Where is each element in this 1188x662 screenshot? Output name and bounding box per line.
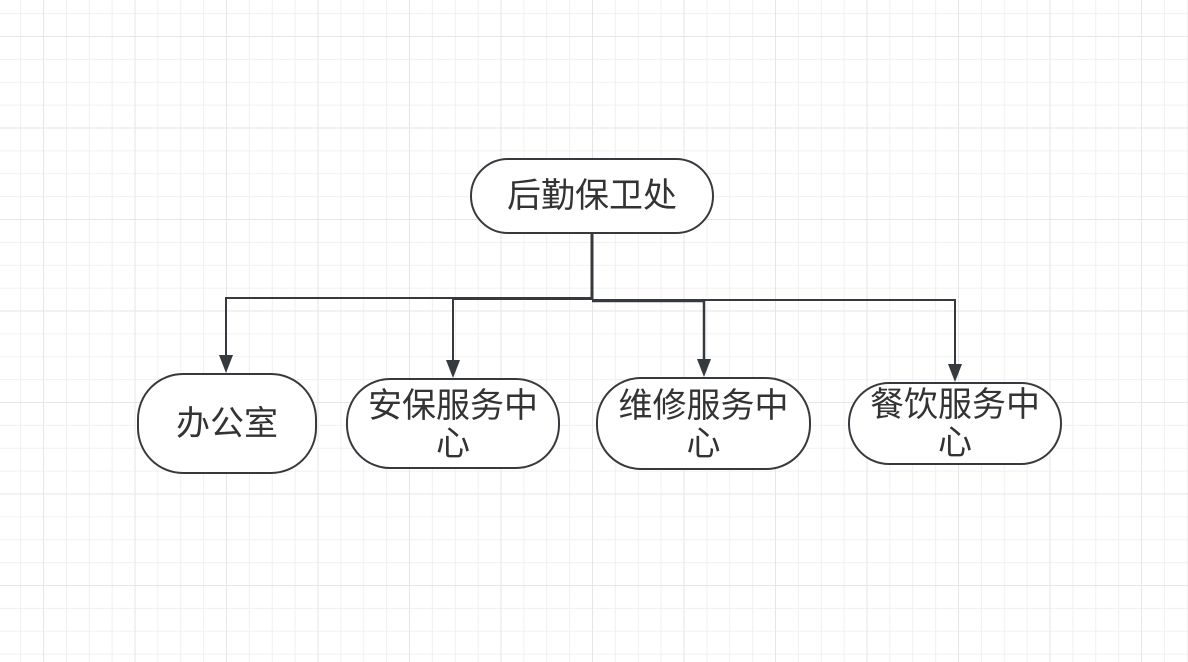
node-catering-label: 餐饮服务中心 <box>870 385 1040 463</box>
node-office[interactable]: 办公室 <box>137 373 317 474</box>
arrowhead-icon <box>697 359 711 377</box>
node-root[interactable]: 后勤保卫处 <box>470 158 714 234</box>
edge-root-security[interactable] <box>446 298 592 378</box>
node-maintenance-label: 维修服务中心 <box>618 385 789 464</box>
node-catering[interactable]: 餐饮服务中心 <box>848 382 1062 465</box>
node-security[interactable]: 安保服务中心 <box>346 378 560 469</box>
node-maintenance[interactable]: 维修服务中心 <box>596 377 811 470</box>
node-office-label: 办公室 <box>176 403 278 444</box>
edge-root-office[interactable] <box>219 297 592 373</box>
arrowhead-icon <box>219 355 233 373</box>
node-security-label: 安保服务中心 <box>368 385 538 464</box>
edge-root-maintenance[interactable] <box>592 299 711 377</box>
node-root-label: 后勤保卫处 <box>507 176 677 216</box>
edge-root-catering[interactable] <box>592 299 962 382</box>
arrowhead-icon <box>948 364 962 382</box>
arrowhead-icon <box>446 360 460 378</box>
